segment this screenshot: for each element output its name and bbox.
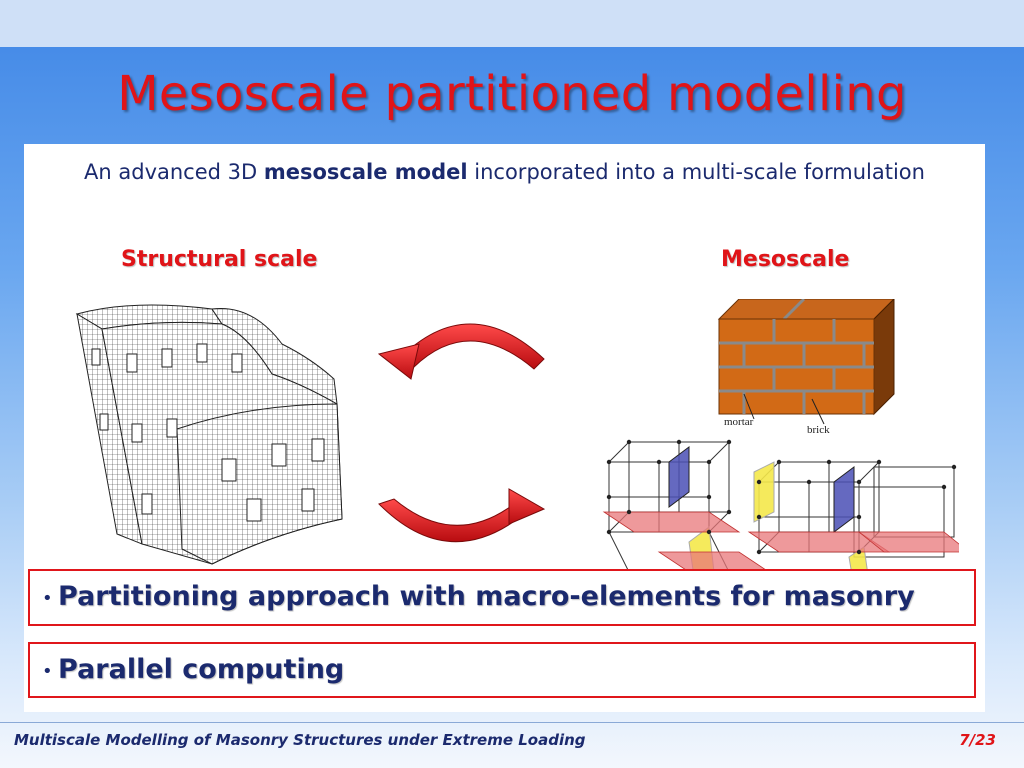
slide-subtitle: An advanced 3D mesoscale model incorpora… bbox=[24, 160, 985, 184]
bullet-text-parallel: Parallel computing bbox=[58, 654, 345, 685]
slide-title: Mesoscale partitioned modelling bbox=[117, 66, 907, 122]
mesoscale-label: Mesoscale bbox=[721, 247, 850, 272]
content-panel: An advanced 3D mesoscale model incorpora… bbox=[24, 144, 985, 712]
cycle-arrow-top-icon bbox=[377, 323, 545, 380]
bullet-text-partitioning: Partitioning approach with macro-element… bbox=[58, 581, 915, 612]
footer-divider bbox=[0, 722, 1024, 723]
bullet-marker: • bbox=[42, 661, 53, 682]
top-band bbox=[0, 0, 1024, 47]
page-number: 7/23 bbox=[959, 731, 996, 749]
footer-title: Multiscale Modelling of Masonry Structur… bbox=[14, 731, 586, 749]
structural-scale-label: Structural scale bbox=[121, 247, 318, 272]
bullet-marker: • bbox=[42, 588, 53, 609]
mortar-label: mortar bbox=[724, 416, 754, 428]
subtitle-post: incorporated into a multi-scale formulat… bbox=[467, 160, 925, 184]
cycle-arrows bbox=[377, 323, 546, 543]
brick-wall-figure bbox=[717, 299, 895, 425]
subtitle-pre: An advanced 3D bbox=[84, 160, 264, 184]
bullet-partitioning: • Partitioning approach with macro-eleme… bbox=[28, 569, 976, 626]
brick-label: brick bbox=[807, 424, 830, 436]
subtitle-bold: mesoscale model bbox=[263, 160, 468, 184]
building-mesh-figure bbox=[75, 304, 343, 565]
cycle-arrow-bottom-icon bbox=[378, 488, 546, 543]
bullet-parallel: • Parallel computing bbox=[28, 642, 976, 698]
